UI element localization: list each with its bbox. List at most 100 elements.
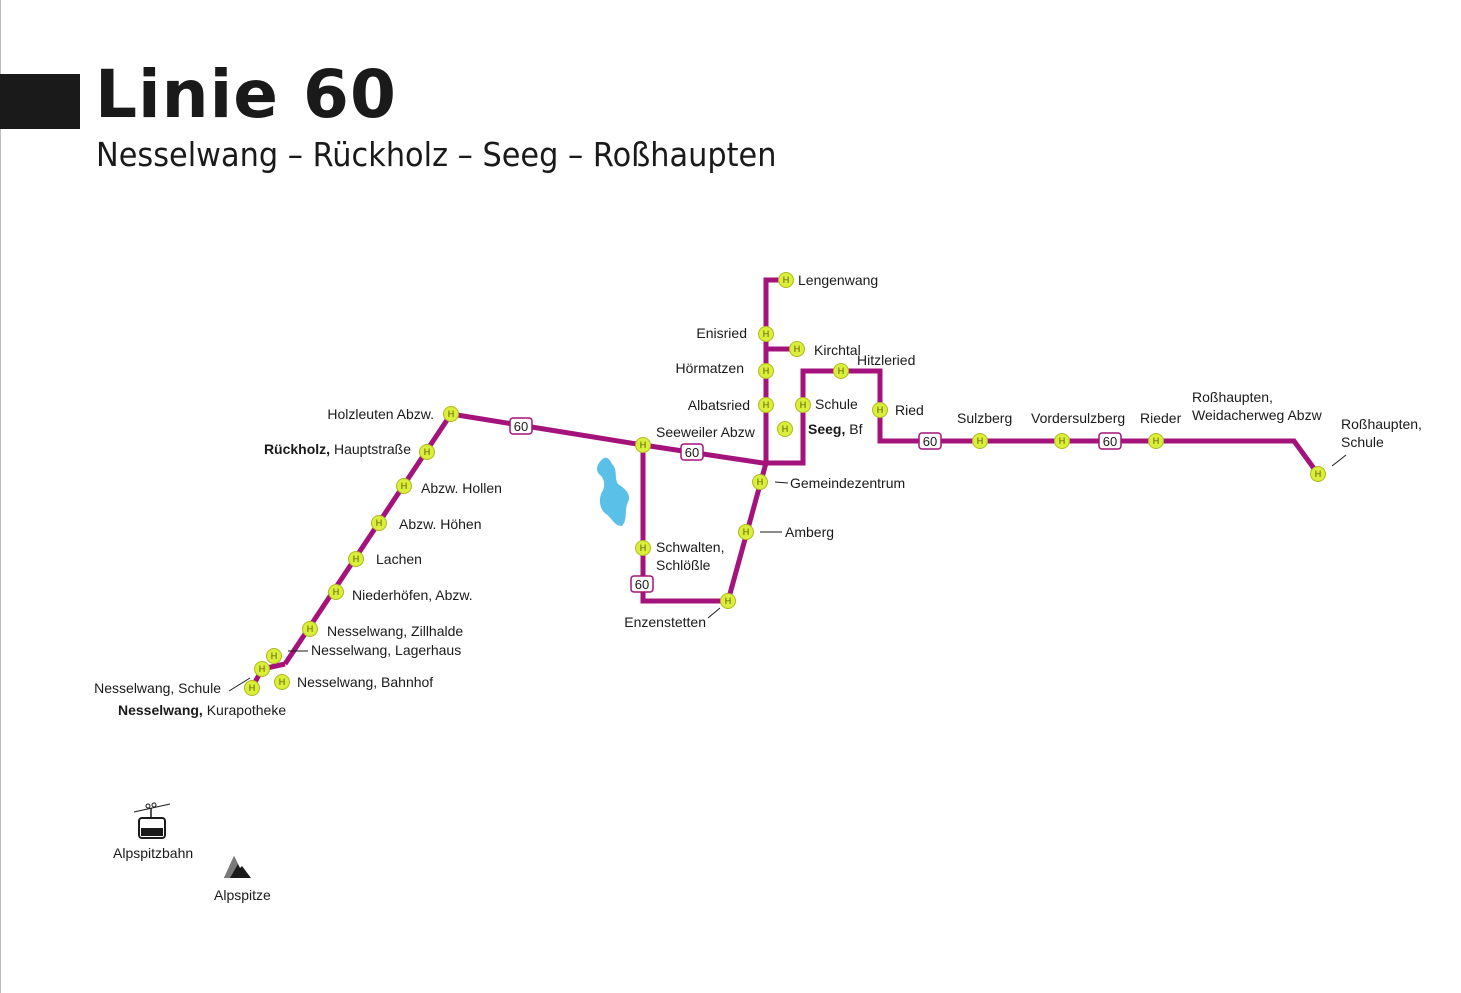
stop-marker-enisried[interactable]: H [758, 326, 774, 342]
stop-label-seeweiler: Seeweiler Abzw [656, 424, 756, 440]
route-line-main-east [450, 368, 1321, 476]
svg-text:60: 60 [514, 419, 528, 434]
stop-marker-abzw-hollen[interactable]: H [396, 478, 412, 494]
landmark-label-alpspitzbahn: Alpspitzbahn [113, 845, 193, 861]
label-leader [228, 677, 251, 692]
svg-text:H: H [307, 624, 314, 634]
stop-label-gemeindezentrum: Gemeindezentrum [790, 475, 905, 491]
label-leader [774, 481, 789, 484]
svg-text:H: H [279, 677, 286, 687]
stop-marker-albatsried[interactable]: H [758, 397, 774, 413]
stop-marker-kurapotheke[interactable]: H [254, 661, 270, 677]
svg-text:60: 60 [1103, 434, 1117, 449]
stop-marker-schwalten[interactable]: H [635, 540, 651, 556]
stop-label-albatsried: Albatsried [688, 397, 750, 413]
stop-label-kurapotheke: Nesselwang, Kurapotheke [118, 702, 286, 718]
stop-marker-niederhoefen[interactable]: H [328, 584, 344, 600]
route-badge: 60 [1098, 432, 1122, 450]
route-badge: 60 [509, 417, 533, 435]
route-badge: 60 [630, 575, 654, 593]
svg-text:H: H [800, 400, 807, 410]
stop-label-vordersulzberg: Vordersulzberg [1031, 410, 1125, 426]
mountain-icon [224, 856, 251, 878]
stop-marker-zillhalde[interactable]: H [302, 621, 318, 637]
label-leader [1331, 454, 1347, 467]
stop-marker-holzleuten[interactable]: H [443, 406, 459, 422]
landmark-label-alpspitze: Alpspitze [214, 887, 271, 903]
svg-text:H: H [763, 400, 770, 410]
stop-label-holzleuten: Holzleuten Abzw. [327, 406, 434, 422]
svg-text:H: H [763, 366, 770, 376]
stop-marker-enzenstetten[interactable]: H [720, 593, 736, 609]
svg-text:H: H [757, 477, 764, 487]
stop-label-lengenwang: Lengenwang [798, 272, 878, 288]
stop-marker-ried[interactable]: H [872, 402, 888, 418]
stop-marker-vordersulzberg[interactable]: H [1054, 433, 1070, 449]
stop-marker-seeg-bf[interactable]: H [777, 421, 793, 437]
stop-label-seeg-bf: Seeg, Bf [808, 421, 863, 437]
stop-marker-seeweiler[interactable]: H [635, 437, 651, 453]
svg-text:H: H [376, 518, 383, 528]
svg-text:H: H [1153, 436, 1160, 446]
svg-text:H: H [353, 554, 360, 564]
stop-label-amberg: Amberg [785, 524, 834, 540]
page-border [0, 0, 1, 993]
stop-marker-lengenwang[interactable]: H [778, 272, 794, 288]
stop-marker-rueckholz[interactable]: H [419, 444, 435, 460]
stop-marker-lachen[interactable]: H [348, 551, 364, 567]
stop-label-abzw-hollen: Abzw. Hollen [421, 480, 502, 496]
stop-marker-hoermatzen[interactable]: H [758, 363, 774, 379]
stop-label-rieder: Rieder [1140, 410, 1182, 426]
stop-label-enzenstetten: Enzenstetten [624, 614, 706, 630]
route-badge: 60 [680, 443, 704, 461]
stop-label-schwalten-line2: Schlößle [656, 557, 711, 573]
stop-marker-rieder[interactable]: H [1148, 433, 1164, 449]
svg-text:H: H [725, 596, 732, 606]
svg-text:H: H [1059, 436, 1066, 446]
stop-label-schule-seeg: Schule [815, 396, 858, 412]
svg-text:H: H [977, 436, 984, 446]
stop-label-kirchtal: Kirchtal [814, 342, 861, 358]
lake-shape [597, 457, 630, 526]
stop-label-rueckholz: Rückholz, Hauptstraße [264, 441, 411, 457]
svg-text:H: H [448, 409, 455, 419]
cable-car-icon [133, 802, 171, 839]
stop-marker-schule-seeg[interactable]: H [795, 397, 811, 413]
stop-marker-abzw-hoehen[interactable]: H [371, 515, 387, 531]
stop-marker-sulzberg[interactable]: H [972, 433, 988, 449]
stop-label-rosshaupten-weidacherweg: Roßhaupten, [1192, 389, 1273, 405]
stop-marker-bahnhof[interactable]: H [274, 674, 290, 690]
svg-text:H: H [743, 527, 750, 537]
svg-text:H: H [424, 447, 431, 457]
svg-text:H: H [259, 664, 266, 674]
route-line-schwalten-loop [640, 445, 769, 604]
stop-marker-schule-nesselwang[interactable]: H [244, 680, 260, 696]
svg-text:H: H [271, 651, 278, 661]
svg-text:H: H [783, 275, 790, 285]
stop-marker-amberg[interactable]: H [738, 524, 754, 540]
stop-label-hoermatzen: Hörmatzen [676, 360, 744, 376]
stop-label-rosshaupten-schule-line2: Schule [1341, 434, 1384, 450]
stop-label-niederhoefen: Niederhöfen, Abzw. [352, 587, 473, 603]
svg-text:H: H [640, 543, 647, 553]
stop-label-bahnhof: Nesselwang, Bahnhof [297, 674, 433, 690]
stop-label-zillhalde: Nesselwang, Zillhalde [327, 623, 463, 639]
label-leader [707, 607, 721, 619]
page-title: Linie 60 [95, 56, 397, 133]
stop-label-rosshaupten-weidacherweg-line2: Weidacherweg Abzw [1192, 407, 1323, 423]
stop-marker-kirchtal[interactable]: H [789, 341, 805, 357]
svg-text:H: H [333, 587, 340, 597]
stop-label-lagerhaus: Nesselwang, Lagerhaus [311, 642, 461, 658]
svg-text:60: 60 [685, 445, 699, 460]
stop-marker-rosshaupten-schule[interactable]: H [1310, 466, 1326, 482]
svg-text:H: H [763, 329, 770, 339]
title-bar-marker [0, 74, 80, 129]
stop-label-schule-nesselwang: Nesselwang, Schule [94, 680, 221, 696]
svg-text:60: 60 [923, 434, 937, 449]
svg-text:H: H [782, 424, 789, 434]
stop-label-schwalten: Schwalten, [656, 539, 724, 555]
stop-marker-hitzleried[interactable]: H [833, 363, 849, 379]
stop-marker-gemeindezentrum[interactable]: H [752, 474, 768, 490]
stop-marker-lagerhaus[interactable]: H [266, 648, 282, 664]
